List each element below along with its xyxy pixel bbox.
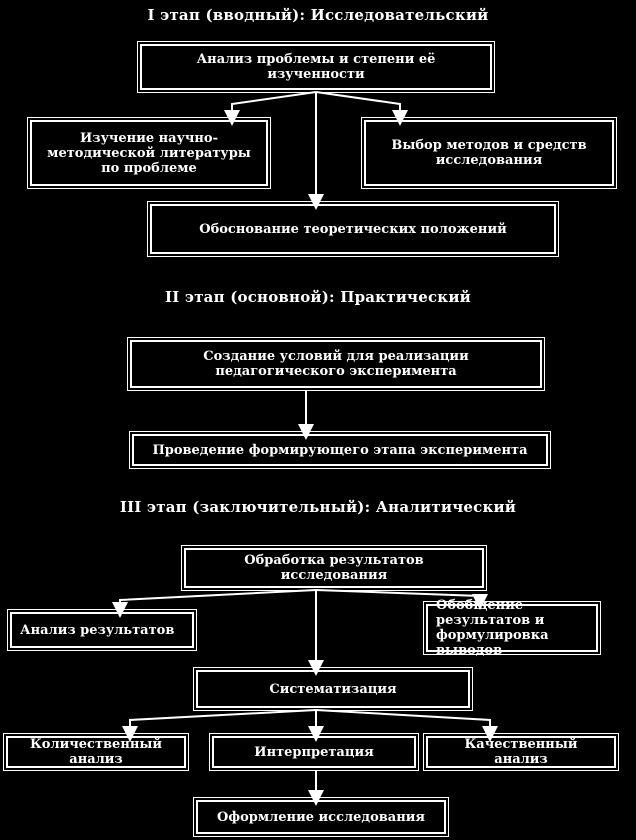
box-literature-study: Изучение научно-методической литературы … — [27, 117, 271, 189]
connector-problem-to-methods — [315, 91, 408, 126]
connector-processing-to-generalization — [315, 589, 488, 610]
box-problem-analysis: Анализ проблемы и степени её изученности — [137, 41, 495, 93]
box-experiment-conditions: Создание условий для реализации педагоги… — [127, 337, 545, 391]
box-results-analysis: Анализ результатов — [7, 609, 197, 651]
connector-systematization-to-quantitative — [122, 709, 317, 742]
stage-2-title: II этап (основной): Практический — [165, 288, 471, 306]
box-methods-choice: Выбор методов и средств исследования — [361, 117, 617, 189]
connector-systematization-to-qualitative — [315, 709, 498, 742]
stage-1-title: I этап (вводный): Исследовательский — [147, 6, 489, 24]
box-experiment-conduct: Проведение формирующего этапа эксперимен… — [129, 431, 551, 469]
stage-3-title: III этап (заключительный): Аналитический — [119, 498, 517, 516]
connector-problem-to-literature — [224, 91, 317, 126]
box-theoretical-basis: Обоснование теоретических положений — [147, 201, 559, 257]
box-systematization: Систематизация — [193, 667, 473, 711]
connector-processing-to-analysis — [112, 589, 317, 618]
box-results-processing: Обработка результатов исследования — [181, 545, 487, 591]
